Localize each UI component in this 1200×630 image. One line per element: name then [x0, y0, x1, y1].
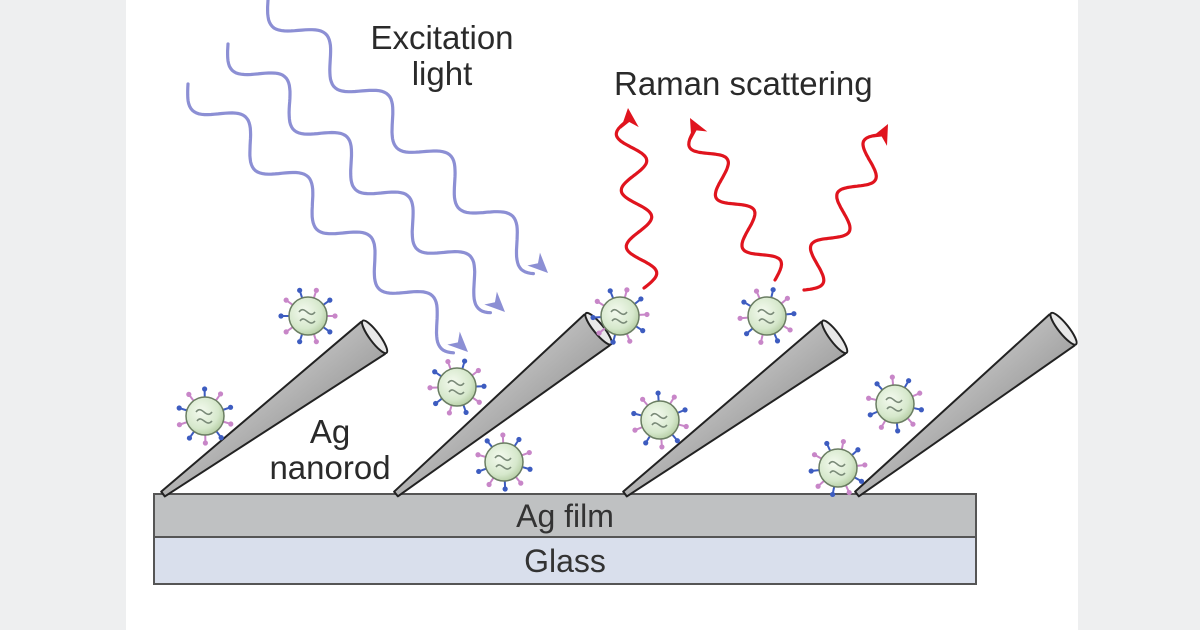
ag-nanorod-tip-4	[1049, 311, 1078, 346]
virus-particle-icon	[737, 287, 797, 345]
ag-nanorod-tip-1	[361, 319, 389, 355]
excitation-label-line1: Excitation	[370, 19, 514, 56]
ag-nanorod-tip-2	[584, 311, 613, 346]
virus-particle-icon	[808, 438, 868, 498]
raman-label: Raman scattering	[614, 65, 873, 102]
raman-wave-1	[614, 108, 659, 290]
right-margin	[1078, 0, 1200, 630]
nanorod-label: Ag nanorod	[255, 414, 405, 486]
virus-particle-icon	[590, 287, 650, 345]
raman-wave-2	[687, 118, 784, 282]
excitation-wave-1	[266, 0, 548, 276]
virus-particle-icon	[278, 287, 338, 345]
excitation-light-group	[186, 0, 548, 355]
excitation-label-line2: light	[411, 55, 473, 92]
virus-particle-icon	[475, 432, 533, 492]
nanorod-label-line2: nanorod	[269, 449, 391, 486]
excitation-wave-3	[186, 82, 468, 355]
nanorod-label-line1: Ag	[309, 413, 351, 450]
raman-scattering-group	[614, 108, 888, 292]
virus-particle-icon	[176, 386, 234, 446]
ag-nanorod-tip-3	[820, 319, 849, 355]
raman-wave-3	[802, 124, 888, 292]
virus-particle-icon	[427, 358, 487, 416]
film-label: Ag film	[516, 498, 614, 534]
ag-nanorod-group	[160, 311, 1078, 498]
excitation-wave-2	[226, 42, 505, 315]
left-margin	[0, 0, 126, 630]
glass-label: Glass	[524, 543, 606, 579]
virus-group	[176, 287, 924, 498]
virus-particle-icon	[631, 390, 689, 450]
virus-particle-icon	[866, 374, 924, 434]
ag-film-layer	[153, 493, 977, 538]
excitation-label: Excitation light	[358, 20, 526, 92]
